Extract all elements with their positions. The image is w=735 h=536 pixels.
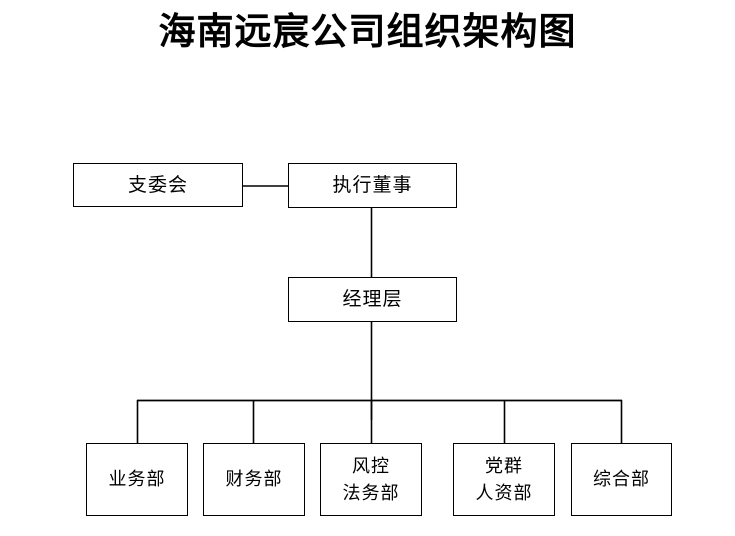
org-node-partyhr[interactable]: 党群 人资部	[453, 443, 555, 516]
org-node-management[interactable]: 经理层	[288, 277, 457, 322]
org-node-exec-director[interactable]: 执行董事	[288, 163, 457, 208]
org-node-label: 经理层	[342, 288, 403, 310]
org-node-label: 支委会	[127, 173, 188, 196]
org-node-label: 综合部	[593, 469, 650, 490]
org-node-finance[interactable]: 财务部	[203, 443, 305, 516]
org-node-label: 党群 人资部	[475, 455, 533, 504]
org-node-riskctrl[interactable]: 风控 法务部	[320, 443, 422, 516]
org-node-label: 业务部	[108, 469, 166, 490]
org-node-label: 财务部	[225, 469, 283, 490]
org-node-label: 执行董事	[332, 174, 413, 196]
org-node-label: 风控 法务部	[342, 455, 400, 504]
page-title: 海南远宸公司组织架构图	[158, 9, 577, 53]
org-node-general[interactable]: 综合部	[571, 443, 672, 516]
org-node-party-committee[interactable]: 支委会	[73, 163, 243, 207]
org-node-business[interactable]: 业务部	[86, 443, 188, 516]
